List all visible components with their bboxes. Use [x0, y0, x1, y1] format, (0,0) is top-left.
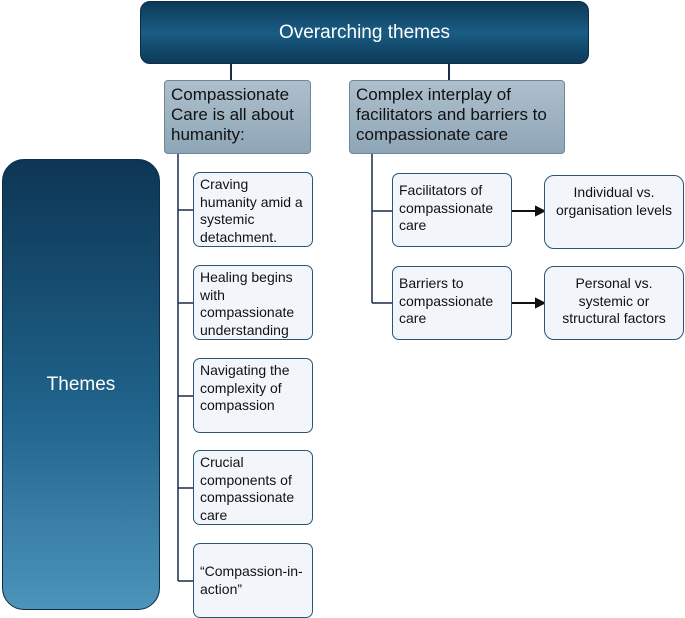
- arrow-facilitators-head: [535, 205, 547, 217]
- barriers-outcome-label: Personal vs. systemic or structural fact…: [562, 275, 666, 326]
- subtheme-box: Navigating the complexity of compassion: [193, 358, 313, 433]
- overarching-themes-title: Overarching themes: [278, 21, 451, 43]
- barriers-box: Barriers to compassionate care: [392, 266, 512, 340]
- subtheme-box: “Compassion-in-action”: [193, 543, 313, 618]
- themes-label: Themes: [46, 373, 116, 395]
- theme2-title: Complex interplay of facilitators and ba…: [356, 85, 547, 144]
- facilitators-label: Facilitators of compassionate care: [399, 182, 494, 233]
- arrow-barriers-head: [535, 297, 547, 309]
- facilitators-outcome-box: Individual vs. organisation levels: [544, 175, 684, 249]
- facilitators-box: Facilitators of compassionate care: [392, 173, 512, 247]
- themes-side-panel: Themes: [2, 159, 160, 610]
- subtheme-label: Navigating the complexity of compassion: [200, 362, 290, 413]
- subtheme-box: Craving humanity amid a systemic detachm…: [193, 172, 313, 247]
- barriers-outcome-box: Personal vs. systemic or structural fact…: [544, 266, 684, 340]
- facilitators-outcome-label: Individual vs. organisation levels: [556, 184, 672, 218]
- theme1-box: Compassionate Care is all about humanity…: [164, 80, 311, 154]
- subtheme-label: Craving humanity amid a systemic detachm…: [200, 176, 303, 245]
- subtheme-label: “Compassion-in-action”: [200, 563, 303, 597]
- overarching-themes-header: Overarching themes: [140, 1, 589, 64]
- subtheme-box: Crucial components of compassionate care: [193, 450, 313, 525]
- subtheme-label: Crucial components of compassionate care: [200, 454, 295, 523]
- subtheme-box: Healing begins with compassionate unders…: [193, 265, 313, 340]
- barriers-label: Barriers to compassionate care: [399, 275, 494, 326]
- theme1-title: Compassionate Care is all about humanity…: [171, 85, 294, 144]
- theme2-box: Complex interplay of facilitators and ba…: [349, 80, 565, 154]
- subtheme-label: Healing begins with compassionate unders…: [200, 269, 295, 338]
